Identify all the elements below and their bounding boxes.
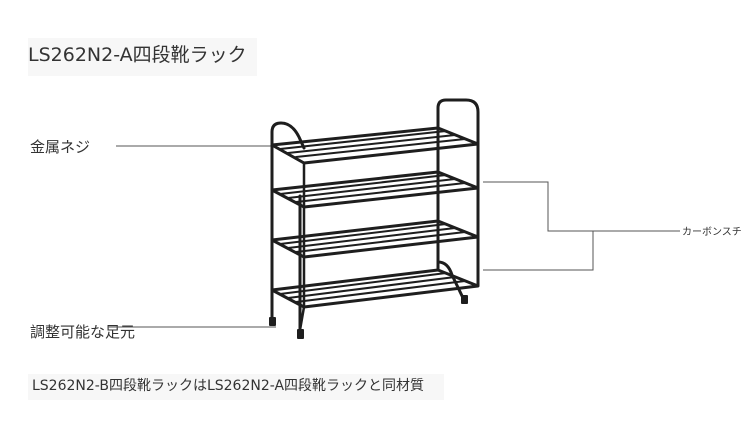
product-title: LS262N2-A四段靴ラック bbox=[28, 38, 257, 76]
shelf-4 bbox=[270, 268, 480, 309]
rear-left-upright bbox=[436, 98, 480, 287]
callout-metal-screws: 金属ネジ bbox=[30, 138, 91, 156]
left-side-tube bbox=[270, 143, 306, 332]
callout-carbon-steel: カーボンスチ bbox=[682, 227, 742, 238]
foot-front-right bbox=[297, 329, 304, 339]
rack-frame bbox=[270, 98, 480, 332]
front-left-upright bbox=[270, 121, 306, 320]
adjustable-feet bbox=[269, 295, 468, 339]
leader-line-pipe-upper bbox=[483, 181, 680, 232]
right-side-tube bbox=[436, 126, 480, 288]
foot-front-left bbox=[269, 317, 276, 326]
leader-line-pipe-lower bbox=[483, 231, 594, 271]
foot-rear-right bbox=[461, 295, 468, 304]
material-note: LS262N2-B四段靴ラックはLS262N2-A四段靴ラックと同材質 bbox=[28, 374, 445, 400]
rear-bottom-leg bbox=[436, 260, 466, 302]
leader-lines bbox=[108, 145, 680, 328]
